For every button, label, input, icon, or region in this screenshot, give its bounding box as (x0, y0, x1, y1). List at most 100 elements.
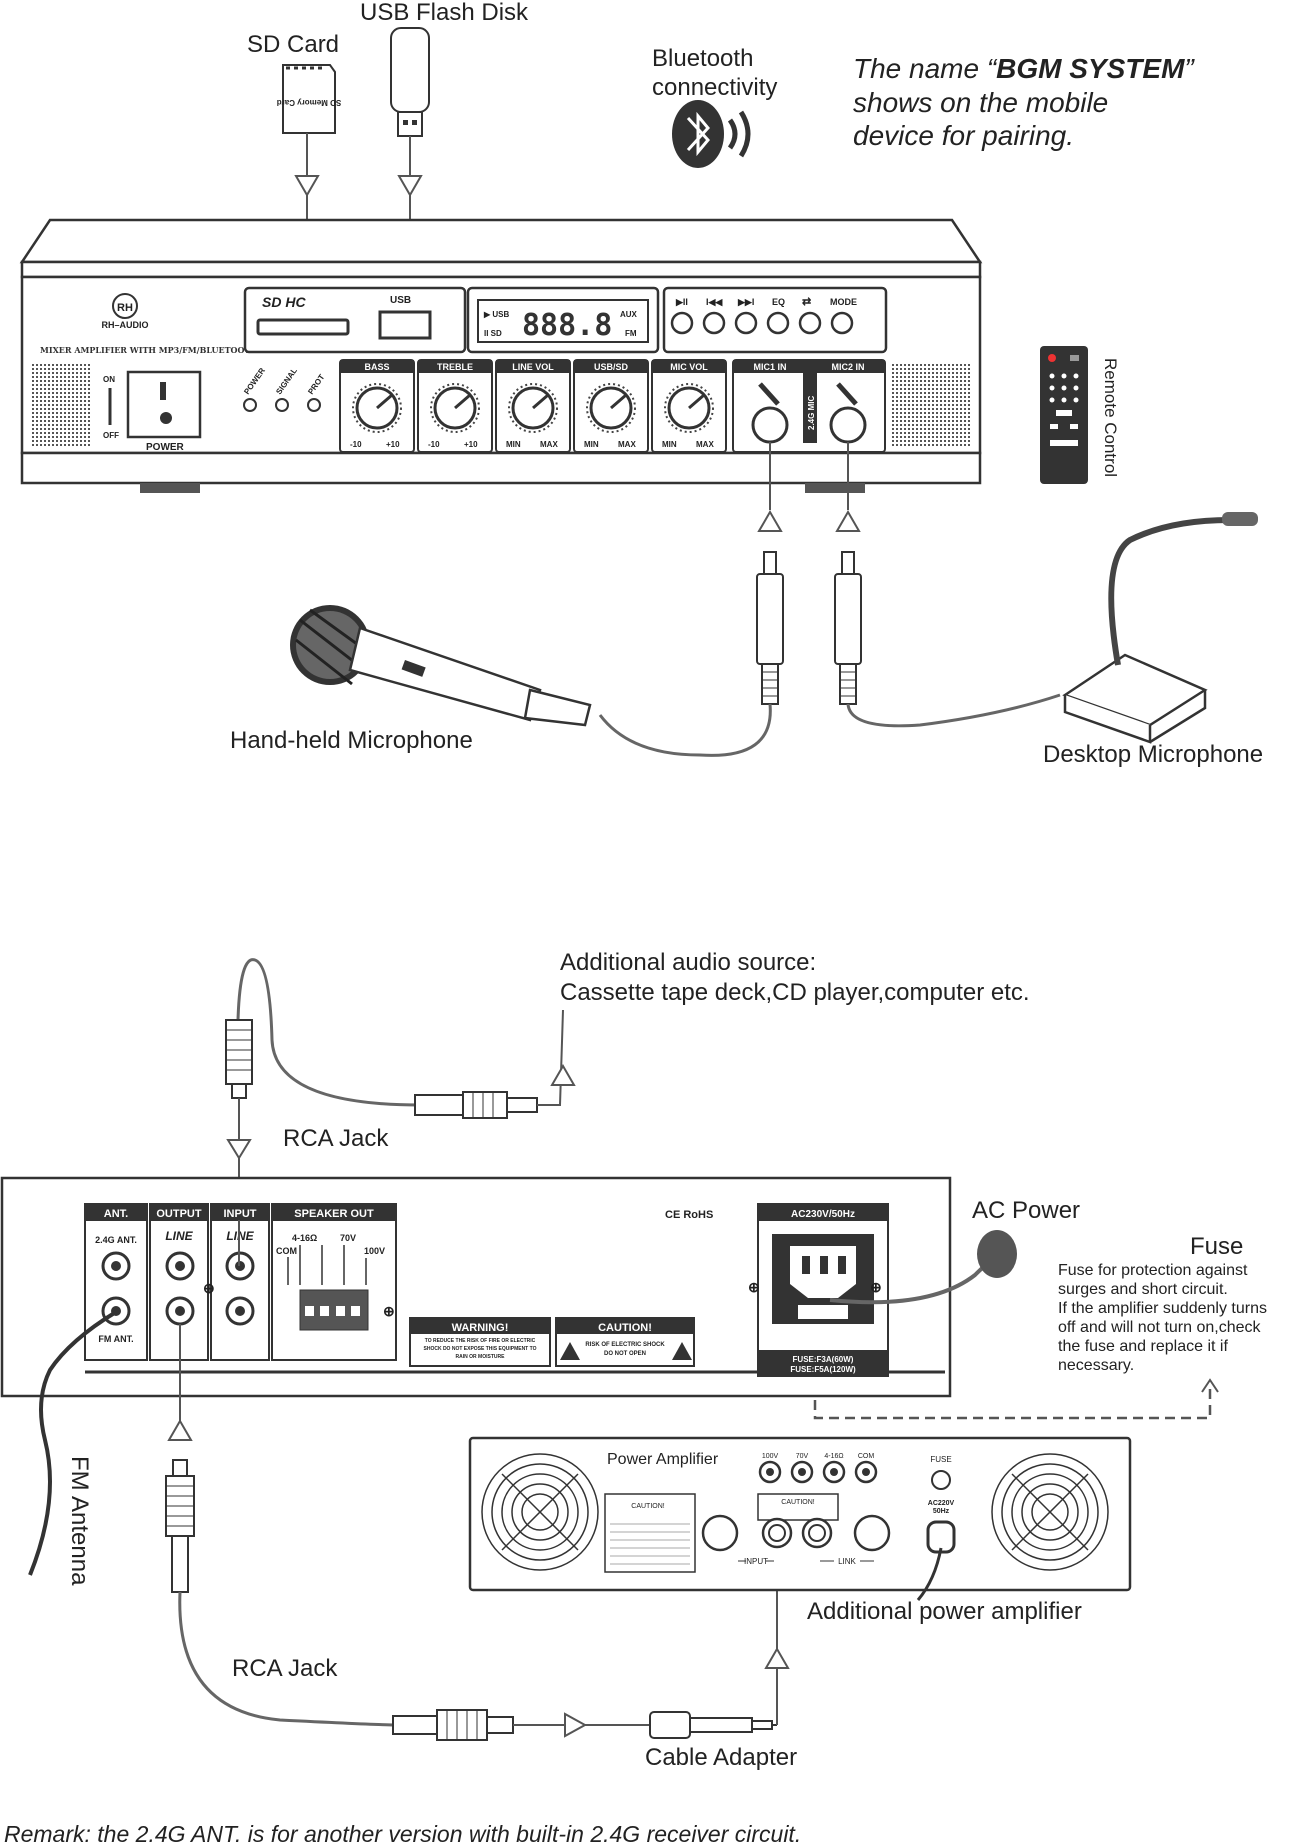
bgm-note-line2: shows on the mobile (853, 87, 1108, 118)
power-switch[interactable] (126, 370, 202, 439)
lcd-digits: 888.8 (522, 308, 612, 343)
knob-mic-vol[interactable]: MIC VOL MIN MAX (651, 359, 727, 453)
fm-antenna-wire (28, 1310, 118, 1576)
ac-power-label: AC Power (972, 1197, 1080, 1224)
additional-power-amplifier: Power Amplifier 100V 70V 4-16Ω COM CAUTI… (468, 1436, 1132, 1601)
fuse-rating-1: FUSE:F3A(60W) (793, 1355, 854, 1364)
power-amp-fuse-label: FUSE (930, 1455, 951, 1464)
cable-adapter-label: Cable Adapter (645, 1744, 797, 1771)
ac-rating-label: AC230V/50Hz (791, 1209, 855, 1220)
power-amp-input-label: INPUT (744, 1557, 768, 1566)
power-amp-ac-1: AC220V (928, 1500, 955, 1507)
fuse-text-5: the fuse and replace it if (1058, 1338, 1228, 1355)
knob-usb-sd[interactable]: USB/SD MIN MAX (573, 359, 649, 453)
mic-cable-lines (757, 442, 861, 532)
rca-jack-top-label: RCA Jack (283, 1125, 389, 1152)
mic2-plug (834, 551, 862, 705)
warning-text-1: TO REDUCE THE RISK OF FIRE OR ELECTRIC (425, 1338, 536, 1344)
mic1-cable (598, 703, 772, 757)
knob-bass[interactable]: BASS -10 +10 (339, 359, 415, 453)
power-amp-ac-2: 50Hz (933, 1508, 950, 1515)
knob-usb-sd-label: USB/SD (594, 362, 629, 372)
rear-100v-label: 100V (364, 1246, 385, 1256)
power-amp-caution-left: CAUTION! (631, 1503, 665, 1510)
mic2-jack[interactable] (829, 406, 867, 444)
knob-treble-label: TREBLE (437, 362, 473, 372)
svg-text:⊕: ⊕ (203, 1280, 215, 1296)
rear-output-label: OUTPUT (156, 1208, 202, 1220)
knob-treble-max: +10 (464, 440, 478, 449)
power-amp-caution-center: CAUTION! (781, 1499, 815, 1506)
power-amp-term-ohm: 4-16Ω (824, 1453, 843, 1460)
rca-cable-bottom (165, 1324, 650, 1741)
lcd-display (477, 299, 649, 343)
fuse-text-4: off and will not turn on,check (1058, 1319, 1261, 1336)
control-buttons: ▶II I◀◀ ▶▶I EQ ⇄ MODE (670, 296, 857, 335)
rear-ohm-label: 4-16Ω (292, 1233, 317, 1243)
prev-button[interactable] (702, 311, 726, 335)
mic1-plug (756, 551, 784, 705)
desktop-microphone-icon (1062, 512, 1258, 744)
lcd-fm: FM (625, 329, 637, 338)
sdhc-logo: SD HC (262, 294, 306, 310)
next-button[interactable] (734, 311, 758, 335)
rear-com-label: COM (276, 1246, 297, 1256)
power-on-label: ON (103, 375, 115, 384)
usb-flash-icon (390, 27, 430, 137)
knob-mic-vol-max: MAX (696, 440, 714, 449)
mixer-amplifier-front: RH RH–AUDIO MIXER AMPLIFIER WITH MP3/FM/… (19, 218, 983, 493)
knob-treble[interactable]: TREBLE -10 +10 (417, 359, 493, 453)
power-label: POWER (146, 442, 185, 453)
cable-adapter-icon (649, 1545, 790, 1739)
remark-text: Remark: the 2.4G ANT. is for another ver… (4, 1821, 801, 1847)
btn-repeat-label: ⇄ (802, 296, 811, 308)
sd-slot[interactable] (256, 318, 350, 336)
caution-text-2: DO NOT OPEN (604, 1351, 646, 1357)
desktop-mic-label: Desktop Microphone (1043, 741, 1263, 768)
power-amp-term-70v: 70V (796, 1453, 809, 1460)
knob-usb-sd-max: MAX (618, 440, 636, 449)
power-amp-title: Power Amplifier (607, 1451, 719, 1468)
lcd-sd: II SD (484, 329, 502, 338)
knob-line-vol-max: MAX (540, 440, 558, 449)
usb-flash-label: USB Flash Disk (360, 0, 529, 26)
fuse-text-6: necessary. (1058, 1357, 1134, 1374)
additional-amp-label: Additional power amplifier (807, 1598, 1082, 1625)
btn-prev-label: I◀◀ (706, 297, 723, 307)
mic1-jack[interactable] (751, 406, 789, 444)
knob-line-vol-label: LINE VOL (512, 362, 554, 372)
ac-power-plug (829, 1230, 1017, 1305)
btn-eq-label: EQ (772, 297, 785, 307)
handheld-mic-label: Hand-held Microphone (230, 727, 473, 754)
knob-bass-min: -10 (350, 440, 362, 449)
warning-text-3: RAIN OR MOISTURE (456, 1354, 506, 1360)
usb-port[interactable] (378, 310, 432, 340)
fuse-text-1: Fuse for protection against (1058, 1262, 1248, 1279)
mode-button[interactable] (830, 311, 854, 335)
knob-bass-max: +10 (386, 440, 400, 449)
knob-bass-label: BASS (364, 362, 389, 372)
mixer-amplifier-rear: ANT. 2.4G ANT. FM ANT. OUTPUT LINE INPUT… (0, 1176, 952, 1398)
sd-card-face-label: SD Memory Card (277, 98, 342, 107)
knob-line-vol[interactable]: LINE VOL MIN MAX (495, 359, 571, 453)
bluetooth-icon (672, 100, 751, 168)
caution-text-1: RISK OF ELECTRIC SHOCK (585, 1342, 665, 1348)
power-off-label: OFF (103, 431, 119, 440)
fuse-title: Fuse (1190, 1233, 1243, 1260)
play-button[interactable] (670, 311, 694, 335)
caution-title: CAUTION! (598, 1322, 652, 1334)
additional-source-line2: Cassette tape deck,CD player,computer et… (560, 979, 1030, 1006)
btn-next-label: ▶▶I (737, 297, 754, 307)
repeat-button[interactable] (798, 311, 822, 335)
rear-line-out-label: LINE (165, 1229, 193, 1243)
remote-label: Remote Control (1101, 358, 1120, 477)
rear-speaker-out-label: SPEAKER OUT (294, 1208, 374, 1220)
sd-card-icon: SD Memory Card (277, 64, 342, 134)
mic-24g-label: 2.4G MIC (807, 396, 816, 430)
rca-cable-top (225, 958, 576, 1220)
bgm-note-line3: device for pairing. (853, 120, 1074, 151)
eq-button[interactable] (766, 311, 790, 335)
mic1-in-label: MIC1 IN (753, 362, 786, 372)
svg-text:⊕: ⊕ (748, 1279, 760, 1295)
lcd-usb: ▶ USB (483, 310, 509, 319)
